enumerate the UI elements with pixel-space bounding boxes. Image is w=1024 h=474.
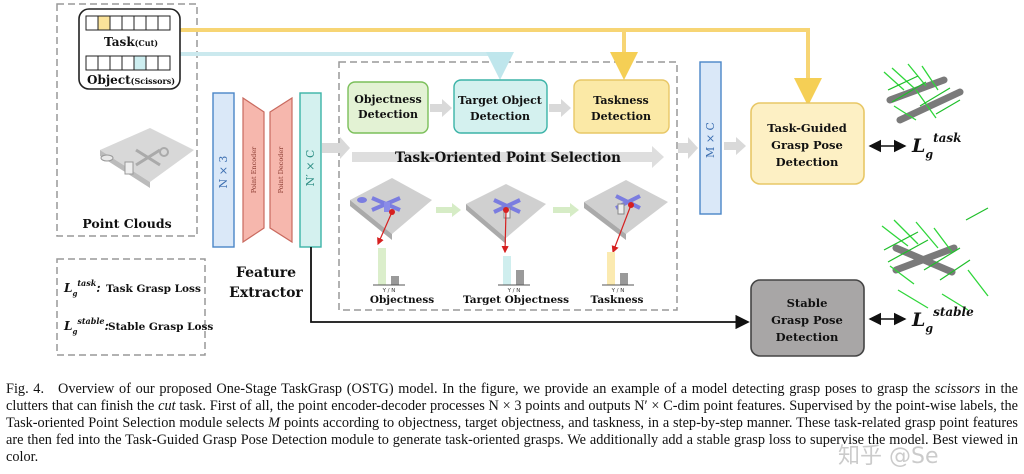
score-bars-taskness [602,252,634,286]
score-label-target: Target Objectness [463,294,569,306]
input-frame [56,3,198,237]
n3-bar [212,92,235,248]
tops-banner-arrow [352,146,664,168]
objectness-detection-box [347,81,429,134]
scene-arrow-2 [553,203,579,217]
task-label: Task(Cut) [104,35,158,49]
scene-arrow-1 [436,203,461,217]
stable-l1: Stable [787,296,828,310]
stable-l2: Grasp Pose [771,313,843,327]
task-token-row [85,15,171,31]
caption-text-2: in the clutters that can finish the [6,381,1018,414]
scene-taskness [584,180,668,240]
encoder-label: Point Encoder [250,146,258,193]
legend-stable-symbol: Lgstable: [63,316,109,336]
caption-text-3: task. First of all, the point encoder-de… [6,398,1018,431]
target-object-detection-l1: Target Object [458,94,543,107]
objectness-detection-l2: Detection [358,108,418,121]
stable-grasp-image [881,207,989,311]
into-task-guided-arrow [724,137,746,155]
bar-axis-label-1: Y / N [382,288,396,294]
mc-bar [699,61,722,215]
task-guided-l2: Grasp Pose [771,138,843,152]
tops-label: Task-Oriented Point Selection [395,150,621,166]
caption-text-1: Overview of our proposed One-Stage TaskG… [58,381,935,397]
taskness-detection-l2: Detection [591,110,651,123]
task-loss-symbol: Lgtask [911,131,961,161]
nprime-c-label: N′ × C [304,150,317,187]
mc-label: M × C [704,122,717,158]
n3-label: N × 3 [217,156,230,189]
red-arrow-1 [377,211,393,246]
arrow-target-to-taskness [549,99,571,117]
point-cloud-image [100,128,194,188]
score-bars-objectness [373,248,405,286]
bar-axis-label-3: Y / N [611,288,625,294]
score-bars-target [498,256,530,286]
object-label: Object(Scissors) [87,73,175,87]
legend-frame [56,258,206,356]
caption-cut: cut [158,398,176,414]
legend-stable-text: Stable Grasp Loss [108,321,213,333]
feature-to-stable-line [310,247,750,330]
feature-extractor-label-1: Feature [236,265,296,281]
point-decoder [269,96,293,244]
task-flow-line [180,28,822,106]
target-object-detection-l2: Detection [470,110,530,123]
legend-task-text: Task Grasp Loss [106,283,201,295]
into-tops-arrow [322,137,350,159]
task-guided-box [750,102,865,185]
caption-text-4: points according to objectness, target o… [6,415,1018,465]
stable-l3: Detection [776,330,839,344]
legend-task-symbol: Lgtask: [63,278,101,298]
caption-fig-number: Fig. 4. [6,381,45,397]
taskness-detection-l1: Taskness [593,94,648,107]
watermark: 知乎 @Se [838,444,939,469]
point-encoder [242,96,265,244]
decoder-label: Point Decoder [277,146,285,194]
red-arrow-3 [611,204,632,254]
objectness-detection-l1: Objectness [354,93,421,106]
object-token-row [85,55,171,71]
arrow-obj-to-target [430,99,452,117]
task-grasp-image [883,63,964,124]
score-label-objectness: Objectness [370,294,434,306]
feature-extractor-label-2: Extractor [229,285,303,301]
into-mc-arrow [678,137,698,159]
target-object-detection-box [453,79,548,134]
task-guided-l3: Detection [776,155,839,169]
task-guided-l1: Task-Guided [767,121,847,135]
stable-box [750,279,865,357]
score-label-taskness: Taskness [591,294,644,306]
point-clouds-label: Point Clouds [82,216,171,231]
taskness-detection-box [573,79,670,134]
caption-m: M [268,415,281,431]
stable-loss-symbol: Lgstable [911,305,974,335]
red-arrow-2 [501,209,509,254]
figure-caption: Fig. 4. Overview of our proposed One-Sta… [6,381,1018,466]
object-flow-line [180,52,514,80]
bar-axis-label-2: Y / N [507,288,521,294]
scene-objectness [350,178,432,240]
caption-scissors: scissors [934,381,981,397]
